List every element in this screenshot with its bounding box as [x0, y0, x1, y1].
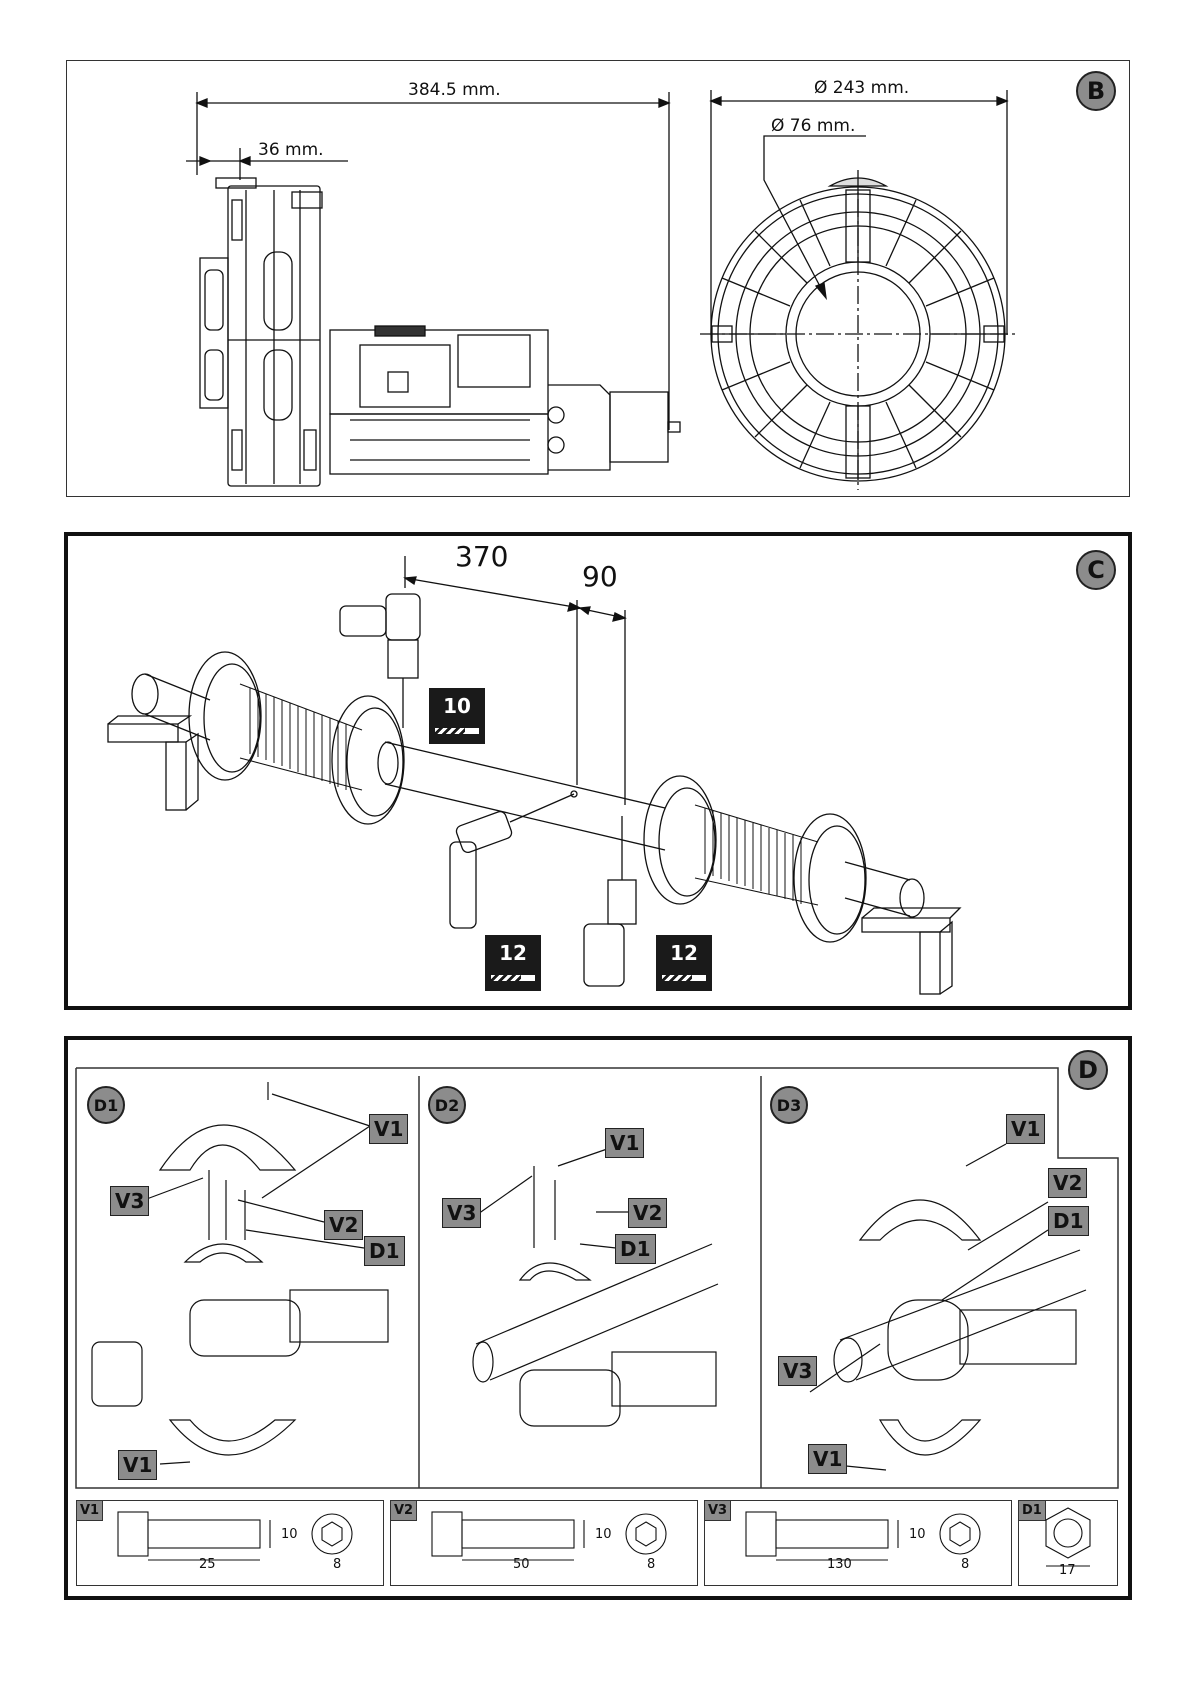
spec-drawings	[0, 0, 1192, 1620]
